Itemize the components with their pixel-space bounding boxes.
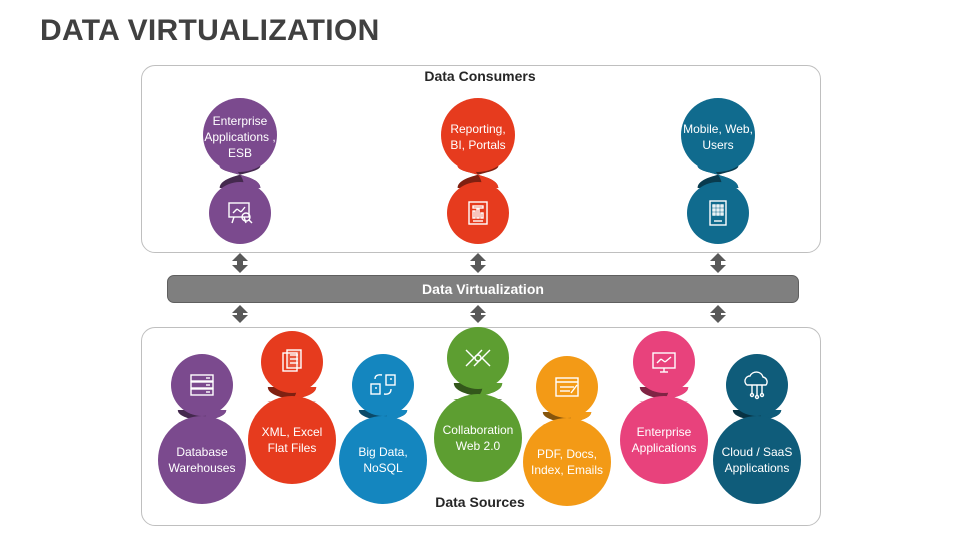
consumer-node-1 [441, 98, 515, 244]
consumer-label-2: Mobile, Web, Users [683, 122, 753, 152]
consumer-label-0: Enterprise Applications , ESB [204, 114, 276, 160]
source-label-circle-5 [620, 396, 708, 484]
source-icon-circle-3 [447, 327, 509, 389]
consumer-connector-face-0 [219, 166, 261, 188]
source-label-1: XML, Excel Flat Files [261, 425, 323, 455]
source-node-0 [158, 354, 246, 504]
double-arrow-4 [470, 305, 486, 323]
source-label-circle-0 [158, 416, 246, 504]
data-virtualization-bar: Data Virtualization [167, 275, 799, 303]
source-node-3 [434, 327, 522, 482]
mobile-device-icon [709, 200, 727, 226]
monitor-chart-icon [652, 352, 676, 373]
virtualization-label: Data Virtualization [422, 281, 544, 297]
consumers-label: Data Consumers [424, 68, 536, 84]
double-arrow-0 [232, 253, 248, 273]
analytics-presentation-icon [228, 202, 253, 224]
consumer-label-circle-0 [203, 98, 277, 172]
source-icon-circle-2 [352, 354, 414, 416]
handshake-icon [465, 349, 491, 367]
source-label-circle-3 [434, 394, 522, 482]
source-label-2: Big Data, NoSQL [358, 445, 408, 475]
sources-label: Data Sources [435, 494, 525, 510]
source-node-4 [523, 356, 611, 506]
double-arrow-2 [710, 253, 726, 273]
source-connector-face-3 [453, 383, 503, 400]
consumer-label-circle-2 [681, 98, 755, 172]
documents-icon [282, 349, 302, 372]
report-chart-icon [468, 201, 488, 225]
cloud-network-icon [744, 371, 768, 400]
consumer-label-circle-1 [441, 98, 515, 172]
double-arrow-1 [470, 253, 486, 273]
consumer-node-0 [203, 98, 277, 244]
source-connector-face-5 [639, 387, 689, 402]
double-arrow-3 [232, 305, 248, 323]
page-title: DATA VIRTUALIZATION [40, 14, 380, 47]
consumer-connector-face-2 [697, 166, 739, 188]
source-node-6 [713, 354, 801, 504]
source-node-5 [620, 331, 708, 484]
consumer-connector-face-1 [457, 166, 499, 188]
source-label-6: Cloud / SaaS Applications [721, 445, 793, 475]
source-label-circle-4 [523, 418, 611, 506]
database-server-icon [190, 374, 214, 396]
source-label-circle-1 [248, 396, 336, 484]
data-transfer-icon [370, 374, 396, 395]
source-label-4: PDF, Docs, Index, Emails [530, 447, 604, 477]
source-connector-face-1 [267, 387, 317, 402]
consumer-label-1: Reporting, BI, Portals [450, 122, 506, 152]
source-icon-circle-1 [261, 331, 323, 393]
source-label-5: Enterprise Applications [631, 425, 697, 455]
source-label-3: Collaboration Web 2.0 [442, 423, 514, 453]
consumer-node-2 [681, 98, 755, 244]
document-edit-icon [555, 377, 579, 397]
source-icon-circle-0 [171, 354, 233, 416]
source-node-2 [339, 354, 427, 504]
source-label-0: Database Warehouses [168, 445, 236, 475]
source-label-circle-2 [339, 416, 427, 504]
double-arrow-5 [710, 305, 726, 323]
consumer-icon-circle-0 [209, 182, 271, 244]
source-node-1 [248, 331, 336, 484]
source-label-circle-6 [713, 416, 801, 504]
consumer-icon-circle-1 [447, 182, 509, 244]
